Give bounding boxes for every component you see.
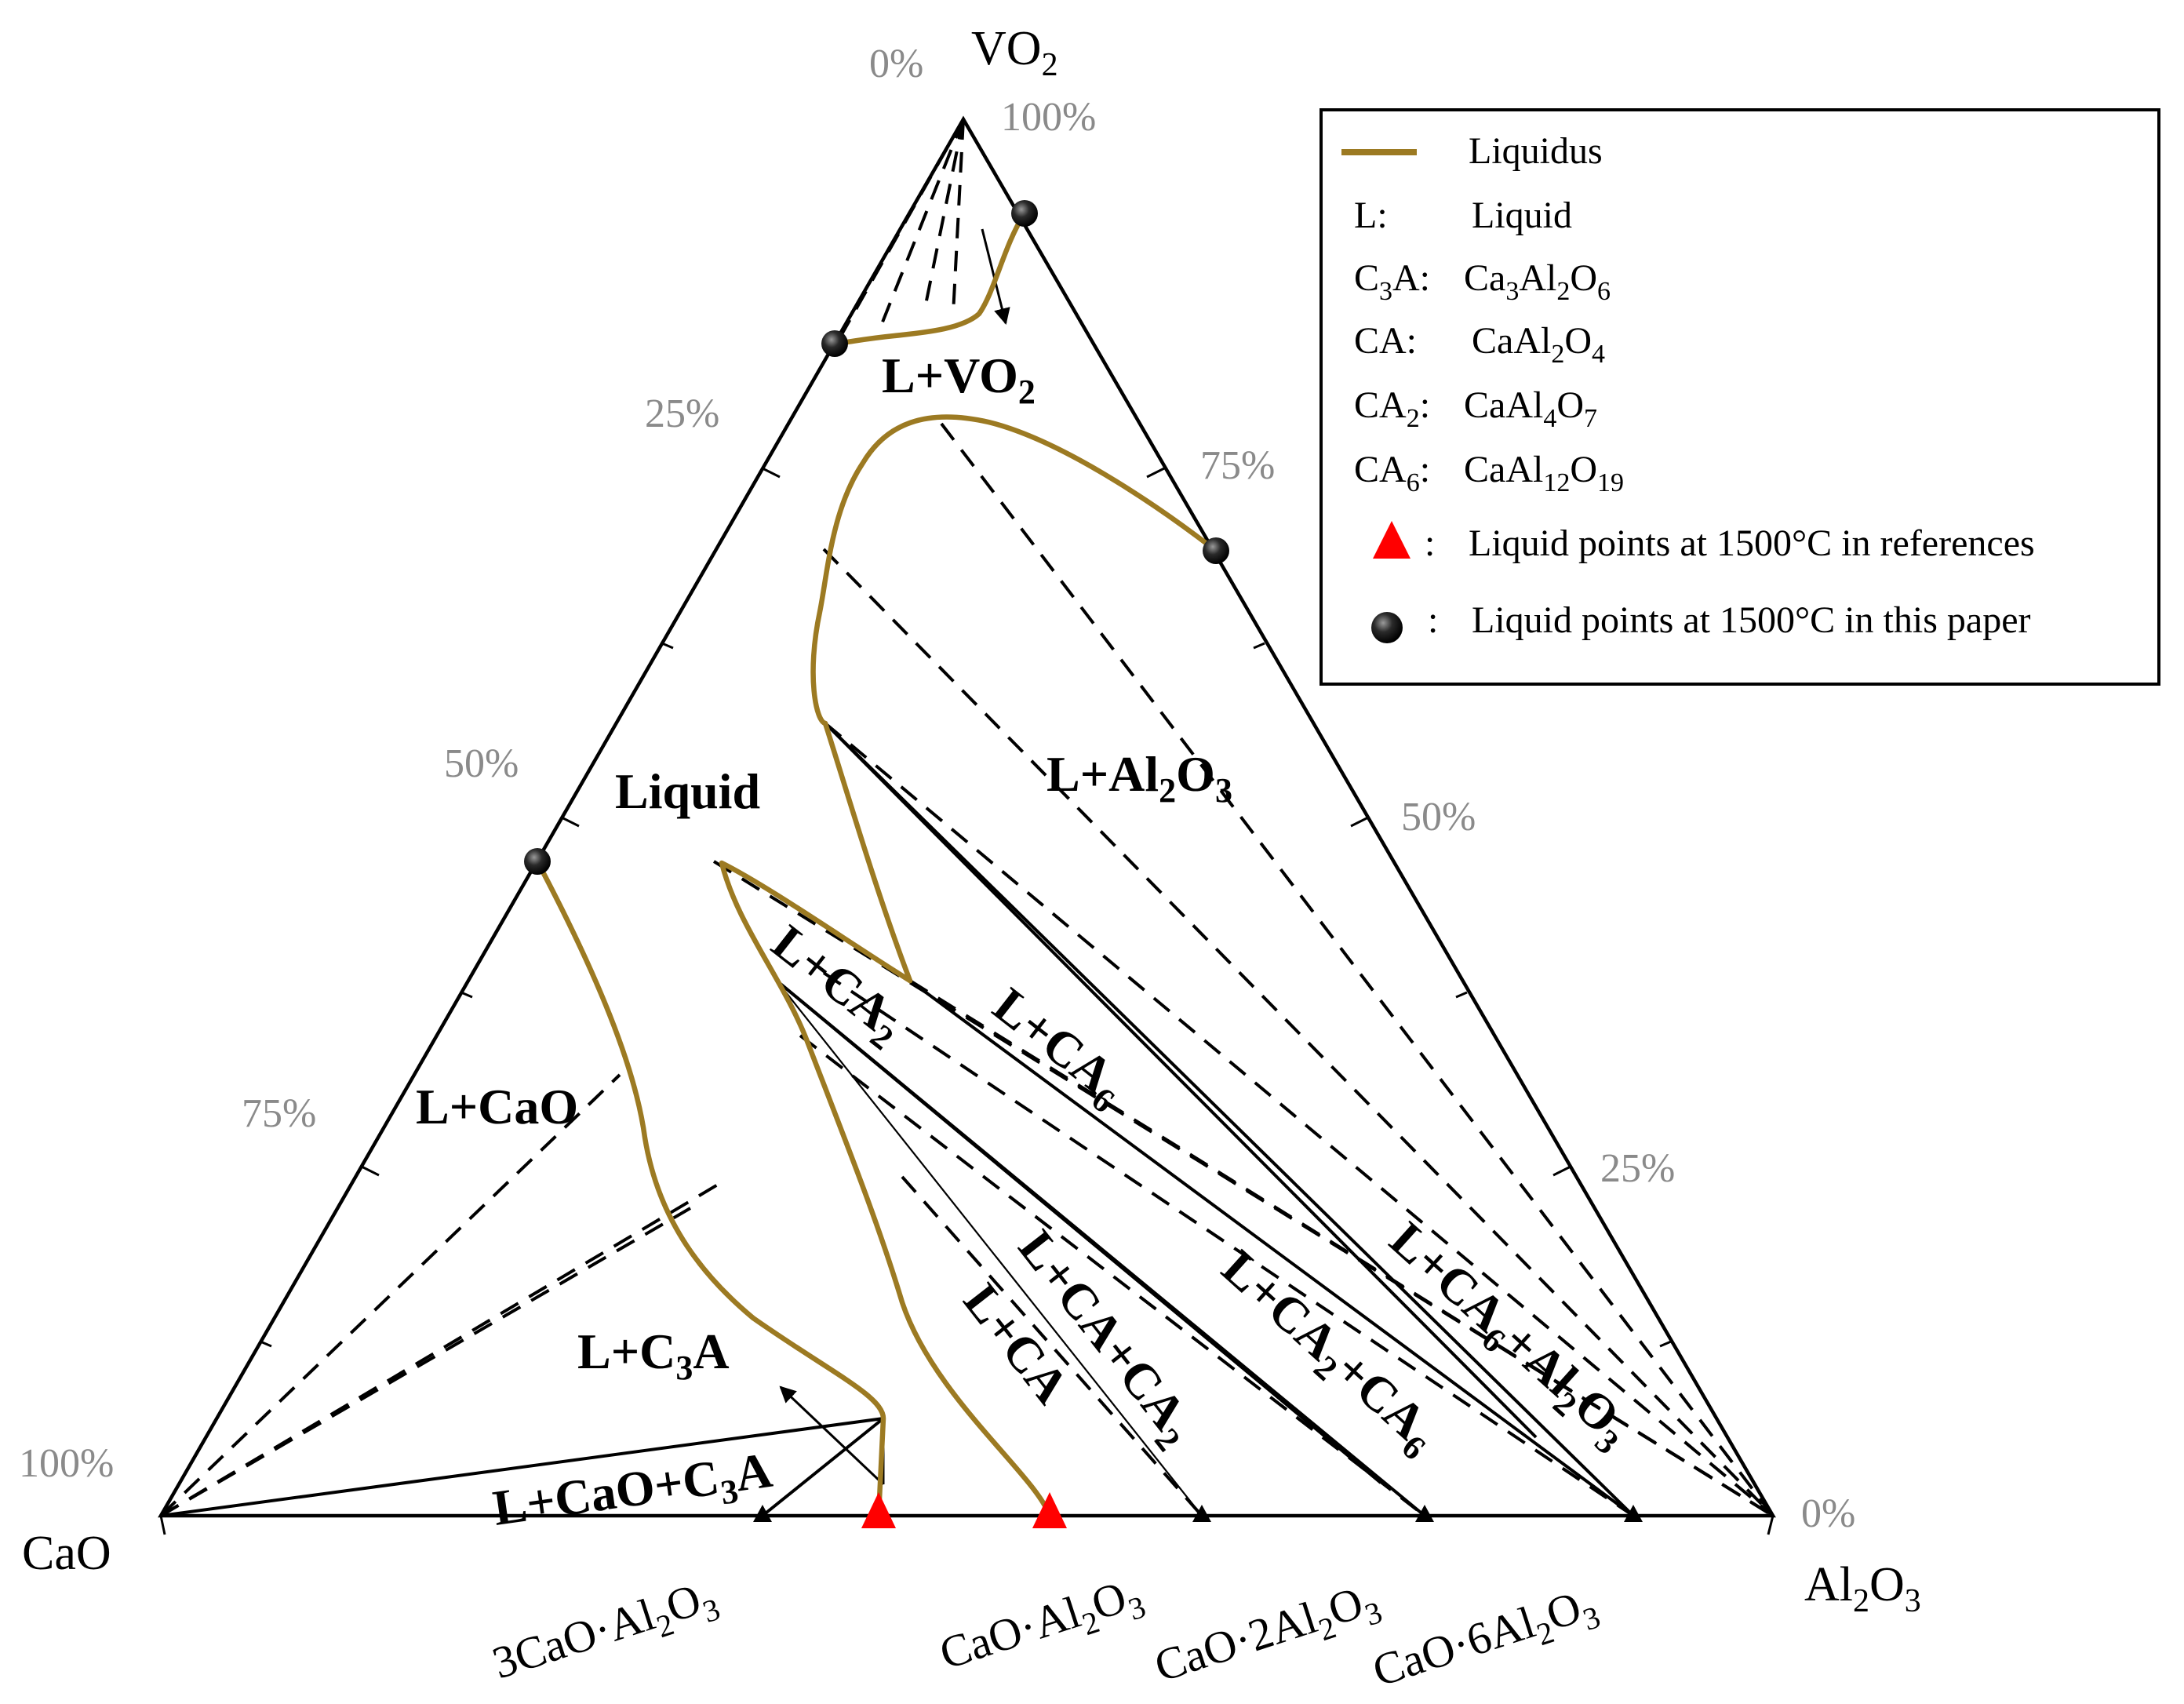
paper-point-marker <box>1011 200 1038 227</box>
left-75-label: 75% <box>242 1091 316 1136</box>
region-liquid: Liquid <box>615 763 760 819</box>
legend-liquidus-label: Liquidus <box>1469 130 1603 172</box>
right-0-label: 0% <box>1801 1491 1855 1536</box>
compound-label-ca: CaO·Al2O3 <box>934 1566 1150 1686</box>
corner-label-al2o3: Al2O3 <box>1804 1558 1921 1619</box>
legend-c3a-key: C3A: <box>1354 257 1430 306</box>
corner-label-vo2: VO2 <box>971 22 1058 83</box>
legend: Liquidus L: Liquid C3A: Ca3Al2O6 CA: CaA… <box>1320 108 2160 686</box>
left-100-label: 100% <box>19 1441 114 1486</box>
left-25-label: 25% <box>645 391 719 436</box>
legend-ca2-value: CaAl4O7 <box>1464 384 1597 433</box>
compound-label-ca6: CaO·6Al2O3 <box>1367 1577 1604 1704</box>
right-75-label: 75% <box>1200 443 1275 488</box>
legend-l-value: Liquid <box>1472 195 1572 236</box>
region-l-al2o3: L+Al2O3 <box>1046 746 1232 810</box>
reference-point-marker <box>1032 1492 1067 1528</box>
vo2-100-label: 100% <box>1001 95 1096 140</box>
legend-ca6-value: CaAl12O19 <box>1464 449 1624 497</box>
legend-ca-key: CA: <box>1354 320 1417 362</box>
tie-lines-solid <box>160 722 1635 1517</box>
legend-reference-label: Liquid points at 1500°C in references <box>1469 522 2035 564</box>
region-l-cao-c3a: L+CaO+C3A <box>490 1442 777 1544</box>
right-25-label: 25% <box>1600 1146 1675 1191</box>
axis-ticks <box>159 118 1774 1535</box>
left-50-label: 50% <box>444 741 519 786</box>
percent-labels: 0% 100% 25% 50% 75% 100% 75% 50% 25% 0% <box>19 42 1855 1536</box>
paper-point-marker <box>524 848 551 875</box>
compound-label-ca2: CaO·2Al2O3 <box>1148 1572 1386 1699</box>
legend-ca-value: CaAl2O4 <box>1472 320 1605 369</box>
legend-box <box>1320 108 2160 686</box>
legend-paper-label: Liquid points at 1500°C in this paper <box>1472 599 2030 641</box>
reference-point-marker <box>861 1492 896 1528</box>
liquidus-curves <box>534 210 1219 1519</box>
right-50-label: 50% <box>1401 795 1476 839</box>
region-l-vo2: L+VO2 <box>882 348 1036 411</box>
compound-markers <box>753 1505 1643 1522</box>
legend-colon: : <box>1425 522 1435 564</box>
vo2-0-label: 0% <box>869 42 923 86</box>
paper-point-marker <box>1203 537 1229 564</box>
region-l-c3a: L+C3A <box>577 1324 730 1387</box>
legend-l-key: L: <box>1354 195 1388 236</box>
legend-paper-marker <box>1371 612 1403 643</box>
legend-reference-marker <box>1373 521 1410 559</box>
corner-labels: VO2 CaO Al2O3 <box>22 22 1921 1619</box>
legend-colon: : <box>1428 599 1438 641</box>
paper-points <box>524 200 1229 875</box>
corner-label-cao: CaO <box>22 1527 111 1580</box>
paper-point-marker <box>821 330 848 357</box>
legend-ca6-key: CA6: <box>1354 449 1430 497</box>
compound-labels: 3CaO·Al2O3 CaO·Al2O3 CaO·2Al2O3 CaO·6Al2… <box>486 1566 1604 1704</box>
reference-points <box>861 1492 1067 1528</box>
region-l-cao: L+CaO <box>416 1079 578 1134</box>
legend-c3a-value: Ca3Al2O6 <box>1464 257 1611 306</box>
legend-ca2-key: CA2: <box>1354 384 1430 433</box>
compound-label-c3a: 3CaO·Al2O3 <box>486 1569 724 1696</box>
